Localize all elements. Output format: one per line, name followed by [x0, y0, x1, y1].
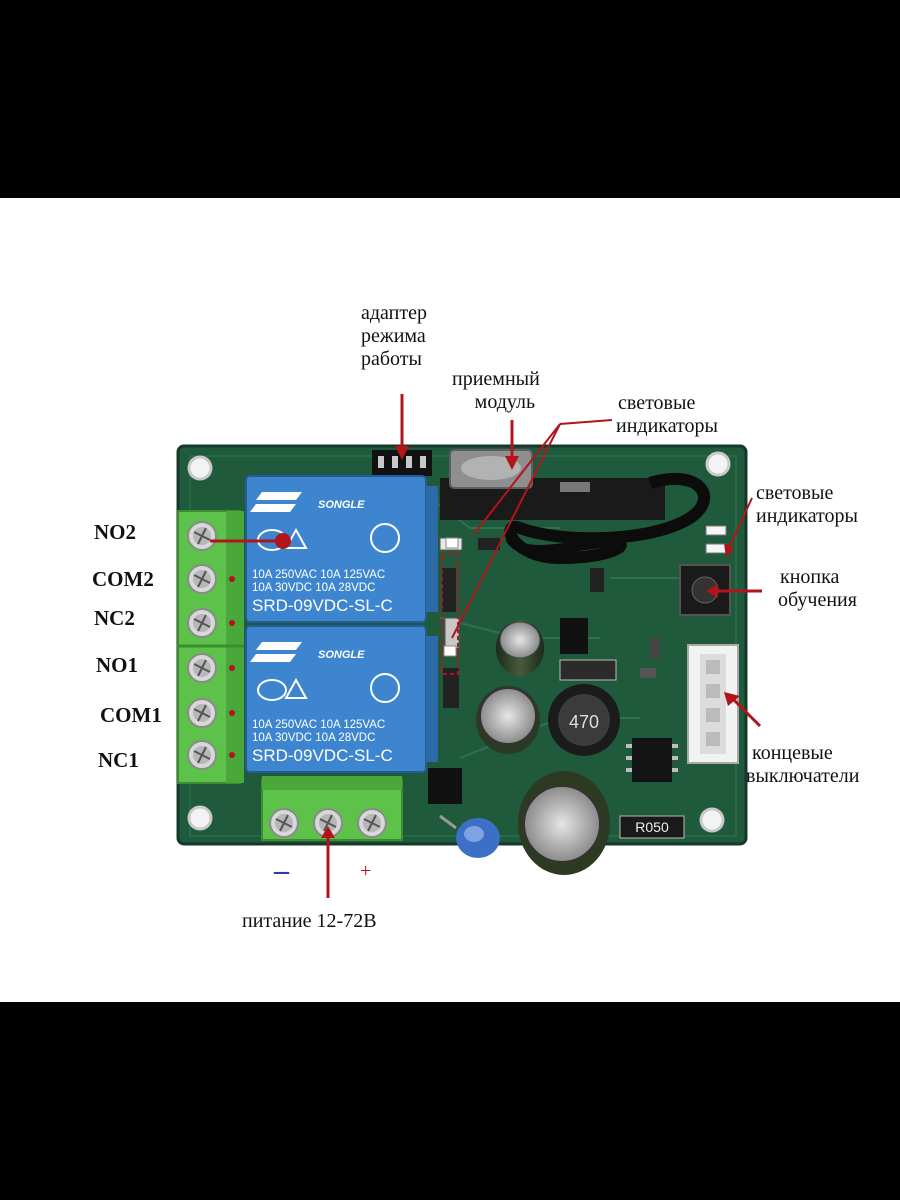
mounting-hole — [187, 451, 731, 833]
terminal-label-nc1: NC1 — [98, 748, 139, 772]
inductor: 470 — [548, 684, 620, 756]
relay-brand: SONGLE — [318, 649, 365, 661]
terminal-screw — [187, 653, 217, 683]
terminal-label-no2: NO2 — [94, 520, 136, 544]
certification-mark-icon — [257, 673, 400, 703]
terminal-screw — [187, 698, 217, 728]
relay-rating: 10A 30VDC 10A 28VDC — [252, 582, 375, 594]
electrolytic-capacitor — [476, 620, 610, 875]
label-limit-switches: концевые выключатели — [746, 742, 860, 787]
label-led-top: световые индикаторы — [616, 392, 718, 437]
terminal-label-com2: COM2 — [92, 567, 154, 591]
terminal-screw — [187, 608, 217, 638]
limit-switch-connector — [687, 644, 739, 764]
pin-dot — [229, 710, 235, 716]
relay-rating: 10A 250VAC 10A 125VAC — [252, 569, 385, 581]
relay-rating: 10A 250VAC 10A 125VAC — [252, 719, 385, 731]
terminal-label-nc2: NC2 — [94, 606, 135, 630]
label-power: питание 12-72В — [242, 910, 377, 932]
terminal-label-no1: NO1 — [96, 653, 138, 677]
label-receiver: приемный модуль — [452, 368, 540, 413]
power-terminal-screw — [357, 808, 387, 838]
ceramic-capacitor — [439, 814, 500, 858]
annotation-arrows — [210, 394, 762, 898]
power-terminal-screw — [269, 808, 299, 838]
relay-brand: SONGLE — [318, 499, 365, 511]
terminal-label-com1: COM1 — [100, 703, 162, 727]
inductor-code: 470 — [569, 712, 599, 732]
terminal-screw — [187, 521, 217, 551]
pin-dot — [229, 752, 235, 758]
pin-dot — [229, 665, 235, 671]
shunt-resistor: R050 — [619, 815, 685, 839]
label-led-right: световые индикаторы — [756, 482, 858, 527]
pin-dot — [229, 576, 235, 582]
label-plus: + — [360, 860, 372, 882]
relay-model: SRD-09VDC-SL-C — [252, 596, 393, 615]
receiver-module — [440, 449, 711, 565]
terminal-block-outputs — [177, 510, 244, 784]
pin-dot — [229, 620, 235, 626]
relay-rating: 10A 30VDC 10A 28VDC — [252, 732, 375, 744]
small-components — [428, 525, 727, 804]
relay-logo-icon — [250, 642, 302, 662]
terminal-screw — [187, 740, 217, 770]
relay-model: SRD-09VDC-SL-C — [252, 746, 393, 765]
power-terminal-screw — [313, 808, 343, 838]
label-adapter: адаптер режима работы — [361, 302, 427, 370]
terminal-screw — [187, 564, 217, 594]
resistor-code: R050 — [635, 819, 669, 835]
relay-logo-icon — [250, 492, 302, 512]
label-minus: – — [274, 854, 289, 887]
label-learn-button: кнопка обучения — [778, 566, 857, 611]
